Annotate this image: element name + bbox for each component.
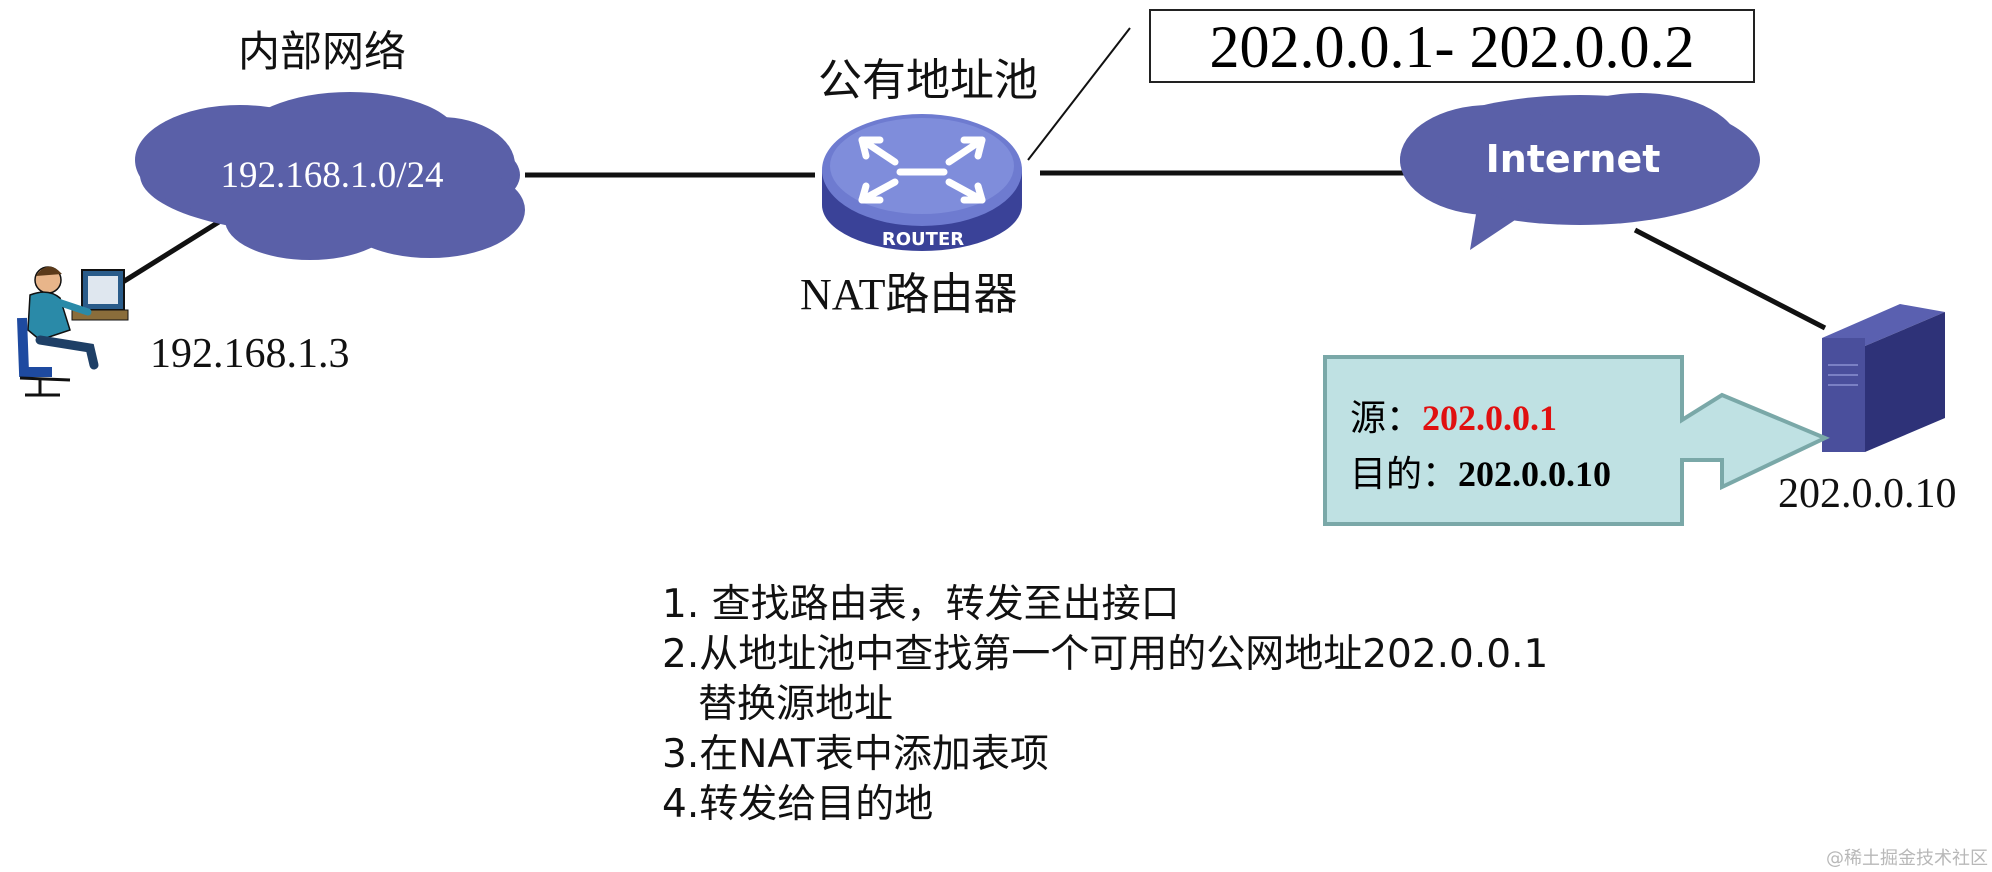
nat-router-title: NAT路由器 <box>800 270 1018 319</box>
packet-source-row: 源：202.0.0.1 <box>1350 390 1611 446</box>
watermark: @稀土掘金技术社区 <box>1826 848 1988 869</box>
link-host-cloud <box>116 212 232 288</box>
internet-label: Internet <box>1486 137 1661 181</box>
person-at-computer-icon <box>17 266 129 397</box>
host-ip-label: 192.168.1.3 <box>150 331 350 377</box>
pool-pointer-line <box>1027 27 1131 161</box>
address-pool-title: 公有地址池 <box>818 56 1038 105</box>
router-badge-label: ROUTER <box>882 229 964 250</box>
server-ip-label: 202.0.0.10 <box>1778 471 1957 517</box>
internet-cloud <box>1400 93 1760 250</box>
internal-network-title: 内部网络 <box>238 30 407 76</box>
internal-network-cloud <box>135 92 525 260</box>
step-item: 4.转发给目的地 <box>662 782 934 827</box>
link-internet-server <box>1633 227 1827 331</box>
packet-source-value: 202.0.0.1 <box>1422 398 1558 438</box>
packet-source-key: 源： <box>1350 398 1423 438</box>
step-item: 3.在NAT表中添加表项 <box>662 732 1049 777</box>
step-item: 1. 查找路由表，转发至出接口 <box>662 582 1180 627</box>
address-pool-range: 202.0.0.1- 202.0.0.2 <box>1209 14 1695 80</box>
router-icon <box>822 114 1022 251</box>
nat-steps-list: 1. 查找路由表，转发至出接口 2.从地址池中查找第一个可用的公网地址202.0… <box>662 580 1548 830</box>
packet-destination-key: 目的： <box>1350 454 1459 494</box>
packet-header-info: 源：202.0.0.1 目的：202.0.0.10 <box>1350 390 1611 502</box>
address-pool-range-box: 202.0.0.1- 202.0.0.2 <box>1149 9 1755 83</box>
packet-callout <box>1323 355 1830 526</box>
server-tower-icon <box>1822 304 1945 452</box>
step-item-continuation: 替换源地址 <box>698 682 894 727</box>
packet-destination-row: 目的：202.0.0.10 <box>1350 446 1611 502</box>
step-item: 2.从地址池中查找第一个可用的公网地址202.0.0.1 <box>662 632 1549 677</box>
internal-subnet-label: 192.168.1.0/24 <box>220 155 443 196</box>
packet-destination-value: 202.0.0.10 <box>1458 454 1612 494</box>
